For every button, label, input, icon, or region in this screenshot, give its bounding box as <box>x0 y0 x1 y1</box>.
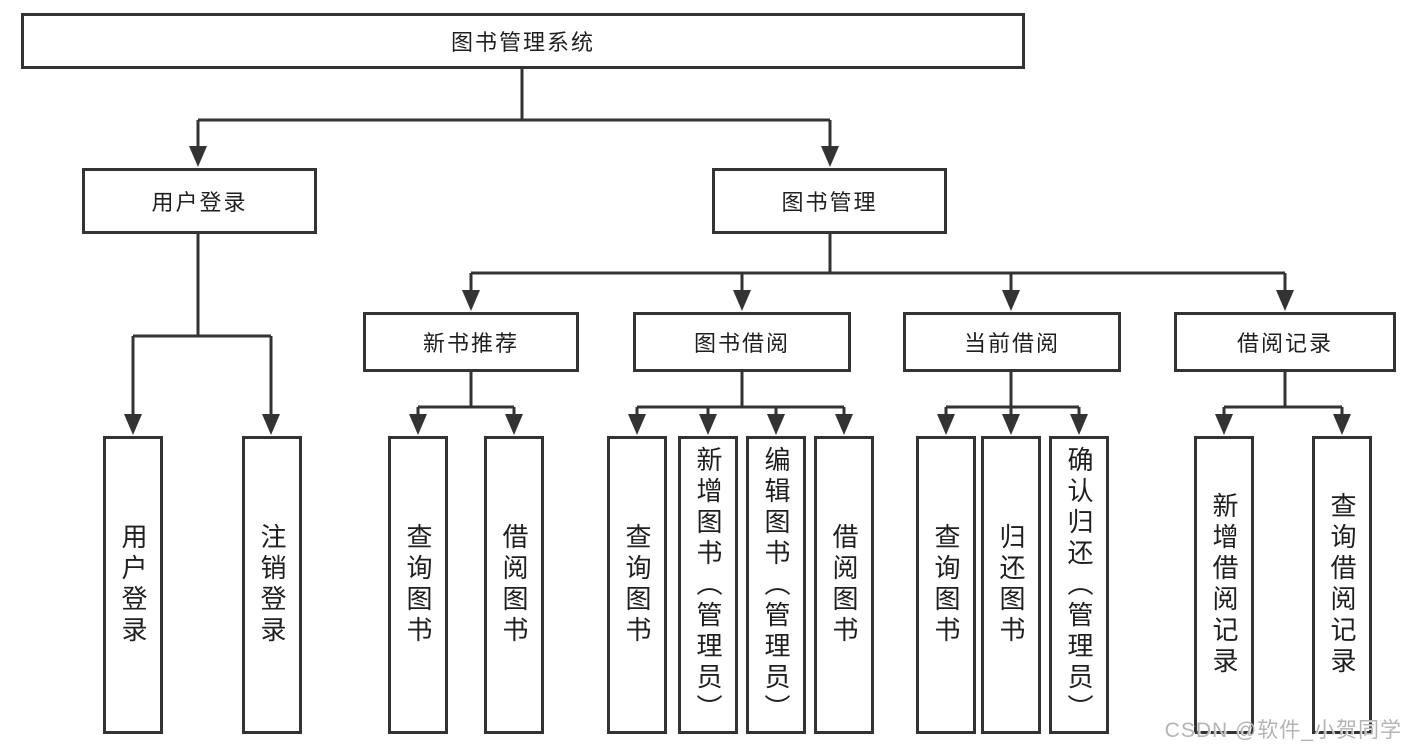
node-book-management: 图书管理 <box>712 168 947 234</box>
node-leaf-current-return: 归还图书 <box>981 436 1041 734</box>
node-leaf-newbook-query: 查询图书 <box>388 436 448 734</box>
node-leaf-current-query: 查询图书 <box>916 436 976 734</box>
node-current-borrowing: 当前借阅 <box>903 312 1121 372</box>
node-leaf-newbook-borrow: 借阅图书 <box>484 436 544 734</box>
node-leaf-borrow-query: 查询图书 <box>607 436 667 734</box>
csdn-watermark: CSDN @软件_小贺同学 <box>1164 719 1402 742</box>
node-leaf-user-login: 用户登录 <box>103 436 163 734</box>
node-leaf-borrow-add-admin: 新增图书（管理员） <box>678 436 738 734</box>
node-leaf-record-add: 新增借阅记录 <box>1194 436 1254 734</box>
node-leaf-logout: 注销登录 <box>242 436 302 734</box>
node-user-login: 用户登录 <box>82 168 317 234</box>
node-leaf-current-confirm-admin: 确认归还（管理员） <box>1049 436 1109 734</box>
node-leaf-record-query: 查询借阅记录 <box>1312 436 1372 734</box>
node-leaf-borrow-edit-admin: 编辑图书（管理员） <box>746 436 806 734</box>
node-new-book-recommend: 新书推荐 <box>363 312 579 372</box>
node-borrowing-records: 借阅记录 <box>1174 312 1396 372</box>
node-book-borrowing: 图书借阅 <box>633 312 851 372</box>
node-leaf-borrow-borrow: 借阅图书 <box>814 436 874 734</box>
node-root-system: 图书管理系统 <box>21 13 1025 69</box>
